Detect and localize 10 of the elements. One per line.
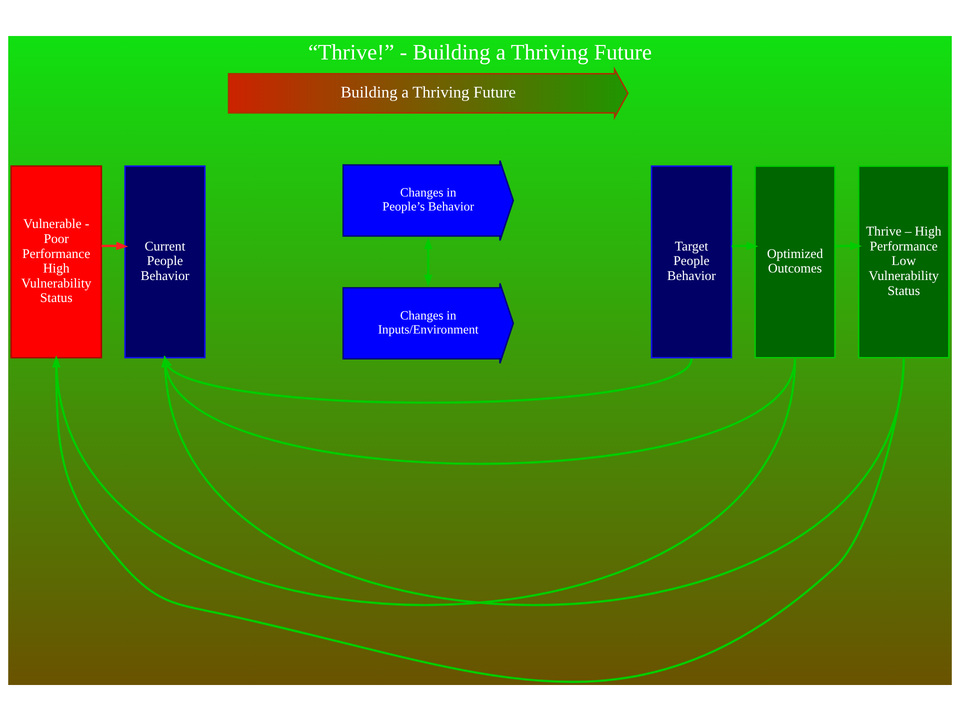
node-box: Thrive – High Performance Low Vulnerability Status	[858, 164, 950, 358]
diagram-title: “Thrive!” - Building a Thriving Future	[308, 39, 652, 64]
arrow	[102, 241, 128, 250]
arrow	[732, 241, 758, 250]
node-box: Optimized Outcomes	[754, 164, 836, 358]
node-box: Current People Behavior	[124, 164, 206, 358]
node-box: Target People Behavior	[650, 164, 732, 358]
node-box: Vulnerable - Poor Performance High Vulnerability Status	[10, 164, 102, 358]
arrow	[424, 236, 432, 286]
arrow	[835, 241, 862, 250]
